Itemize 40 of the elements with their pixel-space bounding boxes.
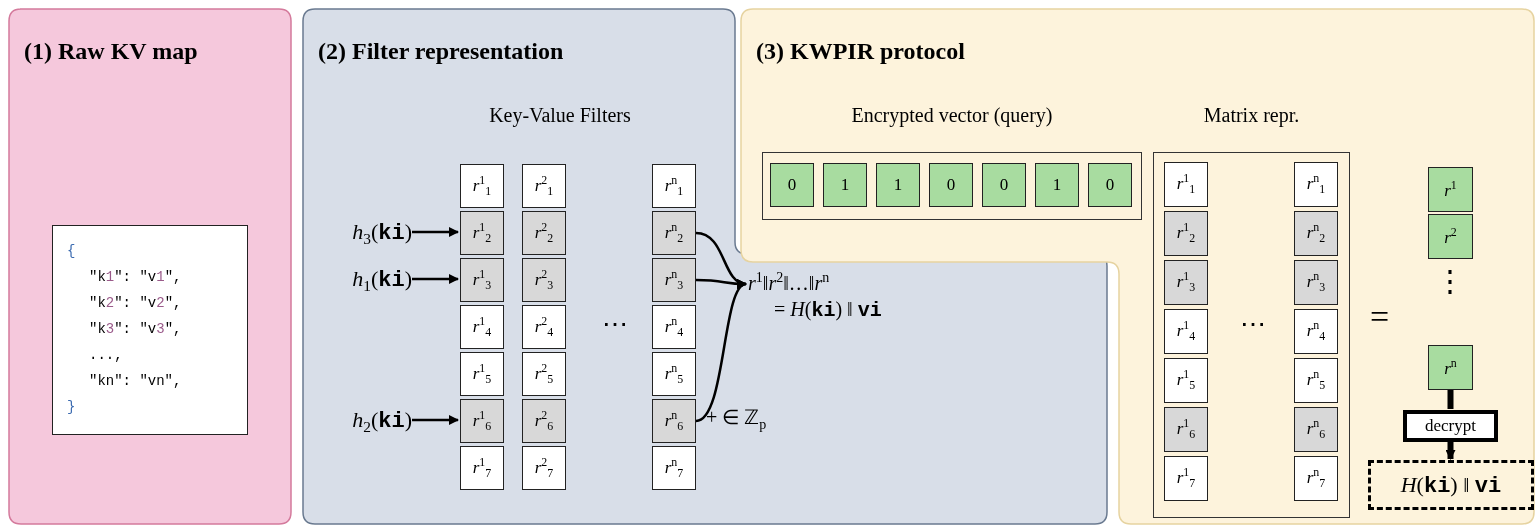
- code-line: {: [67, 242, 77, 261]
- equals-sign: =: [1368, 300, 1391, 334]
- encrypted-cell: 1: [876, 163, 920, 207]
- encrypted-cell: 0: [982, 163, 1026, 207]
- code-line: ...,: [88, 346, 124, 365]
- arrow: [695, 282, 747, 423]
- vertical-ellipsis: ⋮: [1435, 266, 1465, 296]
- encrypted-cell: r$^{2}$: [1428, 214, 1473, 259]
- code-line: }: [67, 398, 77, 417]
- formula-text: = H(ki) ‖ vi: [773, 298, 883, 324]
- group-heading: Encrypted vector (query): [850, 104, 1054, 127]
- panel-title: (1) Raw KV map: [24, 38, 198, 65]
- ellipsis: ⋯: [1238, 312, 1267, 338]
- result-box: H(ki) ‖ vi: [1368, 460, 1534, 510]
- arrow: [1445, 442, 1456, 460]
- formula-text: r$^{1}$‖r$^{2}$‖…‖r$^{n}$: [748, 270, 831, 296]
- code-line: "k2": "v2",: [88, 294, 183, 313]
- hash-function-label: h$_{2}$(ki): [312, 404, 412, 436]
- panel-title: (2) Filter representation: [318, 38, 564, 65]
- arrow: [412, 227, 459, 237]
- hash-function-label: h$_{1}$(ki): [312, 263, 412, 295]
- code-line: "kn": "vn",: [88, 372, 183, 391]
- code-line: "k3": "v3",: [88, 320, 183, 339]
- code-block: [52, 225, 248, 435]
- group-heading: Matrix repr.: [1202, 104, 1301, 127]
- encrypted-cell: r$^{1}$: [1428, 167, 1473, 212]
- encrypted-cell: r$^{n}$: [1428, 345, 1473, 390]
- panel-title: (3) KWPIR protocol: [756, 38, 965, 65]
- hash-function-label: h$_{3}$(ki): [312, 216, 412, 248]
- code-line: "k1": "v1",: [88, 268, 183, 287]
- encrypted-cell: 0: [770, 163, 814, 207]
- process-box: decrypt: [1403, 410, 1498, 442]
- encrypted-cell: 0: [929, 163, 973, 207]
- group-heading: Key-Value Filters: [488, 105, 632, 125]
- encrypted-cell: 1: [823, 163, 867, 207]
- encrypted-cell: 0: [1088, 163, 1132, 207]
- ellipsis: ⋯: [601, 312, 629, 338]
- arrow: [412, 415, 459, 425]
- encrypted-cell: 1: [1035, 163, 1079, 207]
- arrow: [412, 274, 459, 284]
